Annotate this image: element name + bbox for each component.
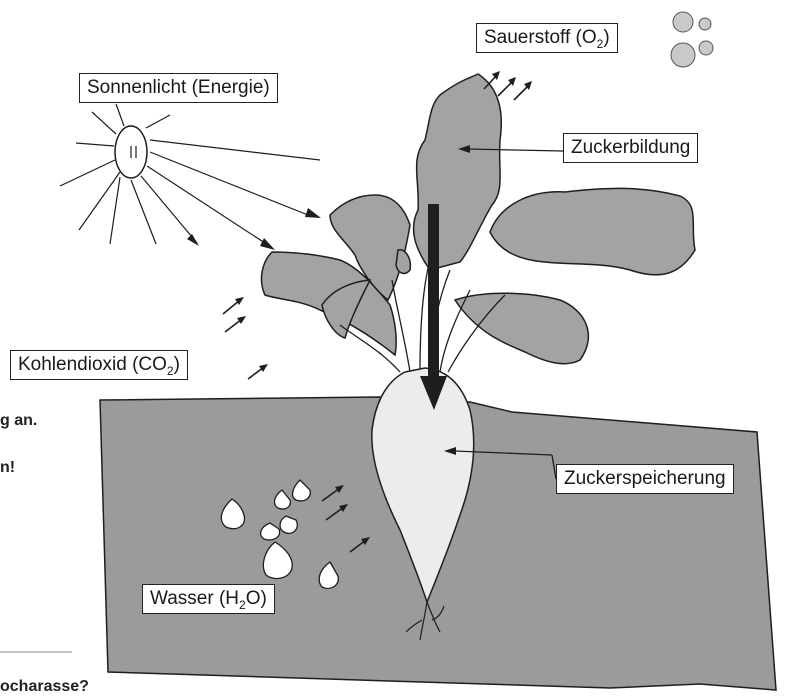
label-carbon-dioxide: Kohlendioxid (CO2) [10,350,188,380]
label-sugar-formation: Zuckerbildung [563,133,698,163]
leaves [261,74,695,364]
sunlight-arrowheads [187,208,321,250]
cut-off-text-3: ocharasse? [0,678,89,696]
label-water-subscript: 2 [239,598,246,612]
label-water-text: Wasser (H [150,588,239,609]
label-co2-subscript: 2 [167,364,174,378]
sun-icon [60,104,320,247]
label-sugar-storage: Zuckerspeicherung [556,464,734,494]
label-oxygen-text: Sauerstoff (O [484,27,597,48]
cut-off-text-2: n! [0,459,15,477]
cut-off-text-1: g an. [0,412,37,430]
oxygen-bubbles [671,12,713,67]
label-oxygen-end: ) [603,27,609,48]
label-co2-end: ) [174,354,180,375]
label-water-end: O) [246,588,267,609]
label-oxygen: Sauerstoff (O2) [476,23,618,53]
label-water: Wasser (H2O) [142,584,275,614]
label-sunlight: Sonnenlicht (Energie) [79,73,278,103]
label-co2-text: Kohlendioxid (CO [18,354,167,375]
